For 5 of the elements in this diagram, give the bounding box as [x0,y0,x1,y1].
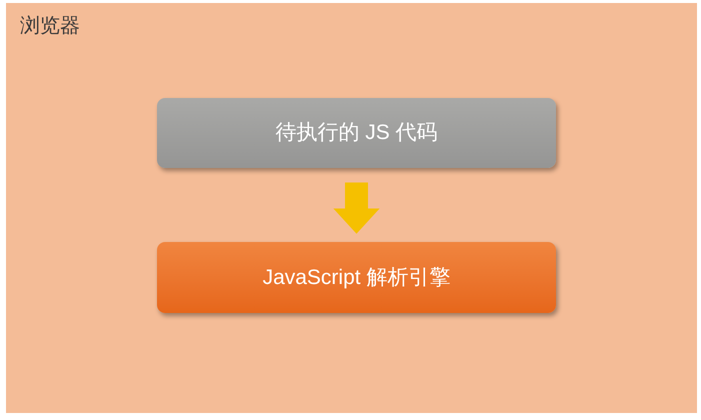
process-box: 待执行的 JS 代码 [157,98,556,168]
panel-title: 浏览器 [20,14,80,39]
browser-panel [6,3,697,413]
block-arrow [333,182,380,234]
process-box: JavaScript 解析引擎 [157,242,556,313]
